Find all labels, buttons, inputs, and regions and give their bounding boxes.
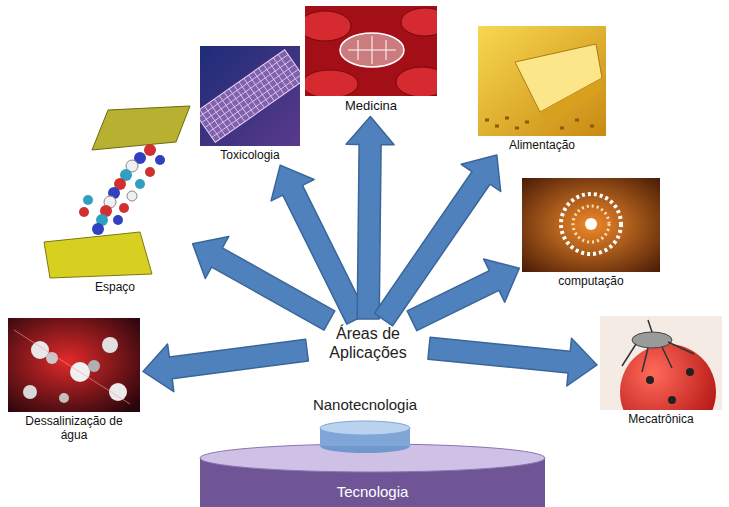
node-label: Tecnologia — [200, 481, 545, 501]
image-spacer — [600, 316, 722, 410]
space-image — [44, 106, 190, 278]
base-platform: Tecnologia — [200, 443, 545, 507]
area-image-node: Alimentação — [474, 26, 610, 152]
area-image-node: Dessalinização de água — [8, 318, 140, 443]
block-arrow — [346, 117, 394, 320]
node-label: Dessalinização de água — [22, 412, 126, 443]
hub-label: Áreas de Aplicações — [310, 322, 426, 362]
image-spacer — [522, 178, 660, 272]
area-image-node: Medicina — [300, 6, 442, 114]
block-arrow — [428, 337, 597, 386]
block-arrow — [143, 339, 308, 391]
node-label: Áreas de Aplicações — [310, 322, 426, 362]
image-spacer — [40, 106, 190, 278]
computing-image — [522, 178, 660, 272]
node-label: Nanotecnologia — [290, 394, 440, 414]
area-image-node: Espaço — [40, 106, 190, 294]
block-arrow — [407, 259, 519, 331]
toxicology-image — [200, 46, 300, 146]
mechatronics-image — [600, 316, 722, 410]
image-spacer — [474, 26, 610, 136]
block-arrow — [193, 237, 335, 331]
medicine-image — [305, 6, 437, 96]
area-image-node: computação — [522, 178, 660, 288]
node-label: Toxicologia — [200, 146, 300, 162]
desalination-image — [8, 318, 140, 412]
image-spacer — [200, 443, 545, 481]
area-image-node: Mecatrônica — [600, 316, 722, 426]
area-image-node: Toxicologia — [200, 46, 300, 162]
image-spacer — [8, 318, 140, 412]
technology-cylinder — [200, 444, 545, 507]
node-label: computação — [522, 272, 660, 288]
image-spacer — [300, 6, 442, 96]
node-label: Medicina — [300, 96, 442, 114]
nanotechnology-disc — [320, 421, 410, 453]
platform-label: Nanotecnologia — [290, 394, 440, 414]
node-label: Mecatrônica — [600, 410, 722, 426]
node-label: Espaço — [40, 278, 190, 294]
food-image — [478, 26, 606, 136]
node-label: Alimentação — [474, 136, 610, 152]
image-spacer — [200, 46, 300, 146]
